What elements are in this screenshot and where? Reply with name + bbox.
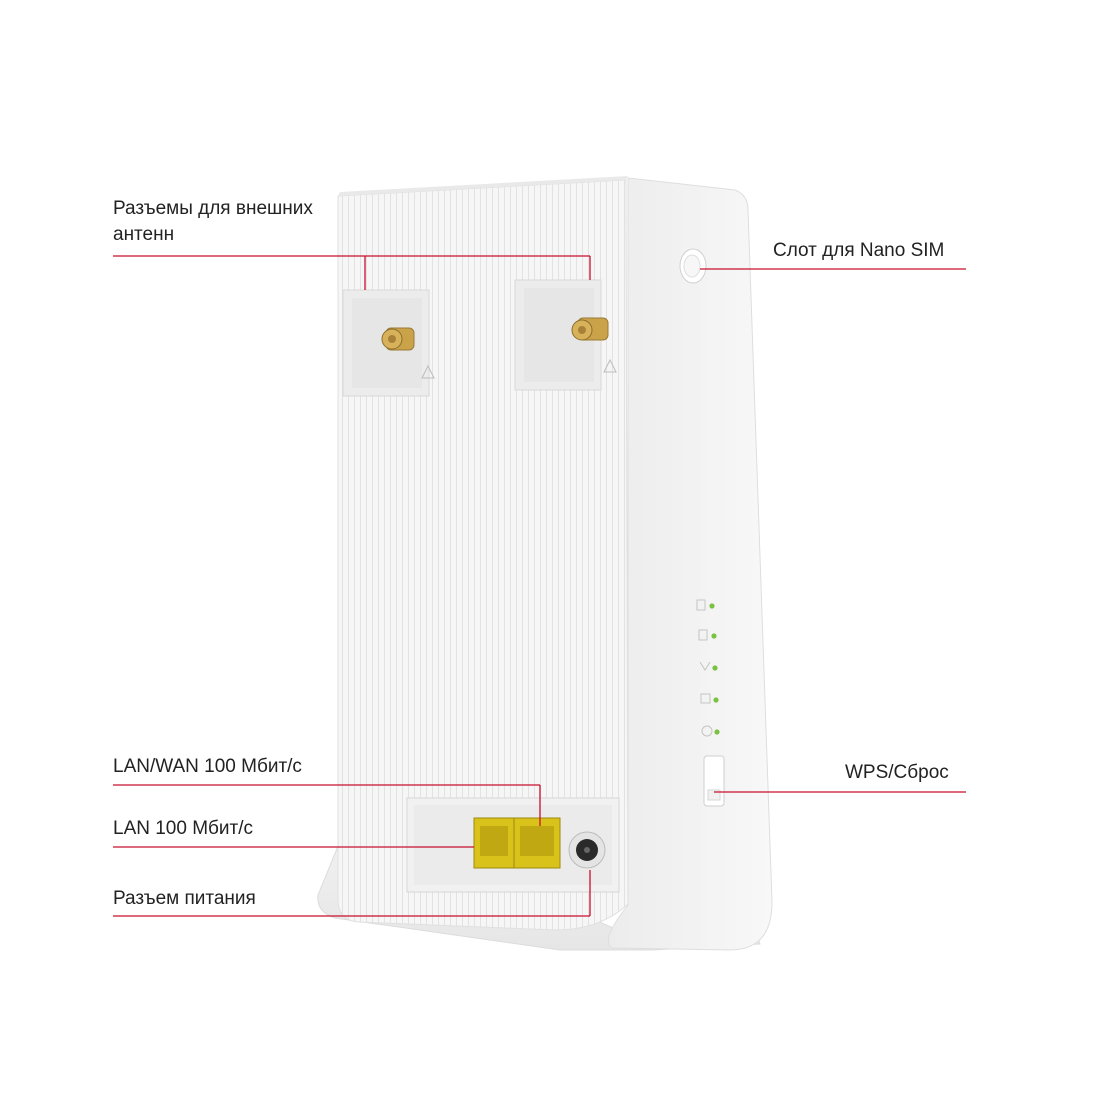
label-nano-sim-slot: Слот для Nano SIM bbox=[773, 240, 945, 261]
label-lan-wan-port: LAN/WAN 100 Мбит/с bbox=[113, 756, 302, 777]
label-antenna-connectors: Разъемы для внешних антенн bbox=[113, 198, 313, 245]
ports-panel bbox=[406, 797, 620, 893]
wps-reset-button bbox=[703, 755, 725, 807]
status-leds bbox=[696, 599, 720, 737]
nano-sim-slot bbox=[679, 248, 707, 284]
label-power-connector: Разъем питания bbox=[113, 888, 256, 909]
antenna-connector-left bbox=[342, 289, 435, 397]
antenna-connector-right bbox=[514, 279, 617, 391]
side-panel bbox=[608, 177, 773, 951]
label-wps-reset: WPS/Сброс bbox=[845, 762, 949, 783]
label-lan-port: LAN 100 Мбит/с bbox=[113, 818, 254, 839]
callout-lines bbox=[113, 255, 966, 917]
